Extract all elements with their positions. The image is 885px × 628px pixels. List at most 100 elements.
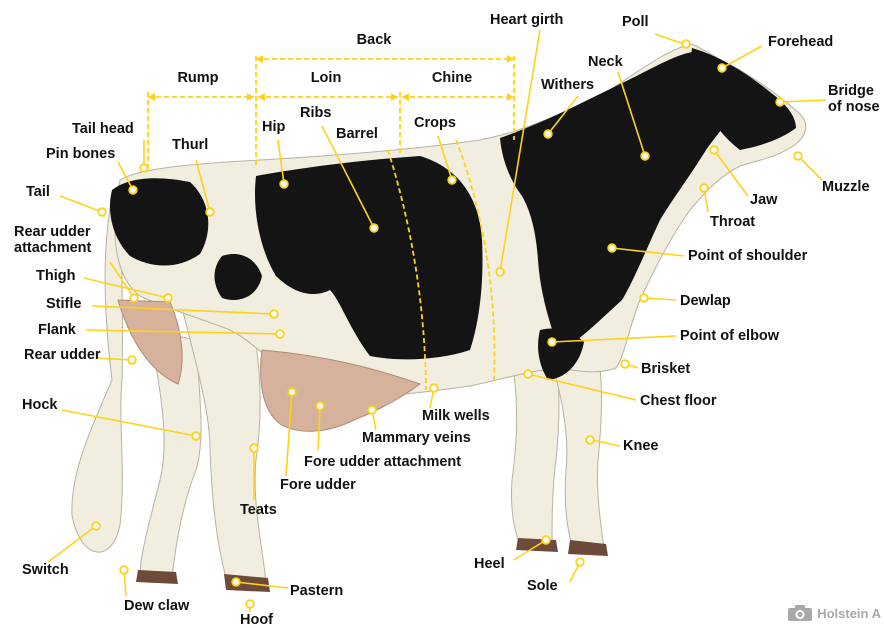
rear-udder-shape: [118, 300, 182, 384]
label-throat: Throat: [710, 214, 755, 230]
label-tail: Tail: [26, 184, 50, 200]
label-poll: Poll: [622, 14, 649, 30]
dot-flank: [276, 330, 284, 338]
leader-poll: [655, 34, 684, 44]
dot-milk-wells: [430, 384, 438, 392]
label-teats: Teats: [240, 502, 277, 518]
label-point-of-shoulder: Point of shoulder: [688, 248, 807, 264]
photo-credit: Holstein A: [787, 604, 881, 622]
label-rear-udder: Rear udder: [24, 347, 101, 363]
label-flank: Flank: [38, 322, 76, 338]
rump-arrow-left: [148, 93, 155, 101]
dot-elbow: [548, 338, 556, 346]
dot-thigh: [164, 294, 172, 302]
dot-hock: [192, 432, 200, 440]
label-milk-wells: Milk wells: [422, 408, 490, 424]
dot-ribs: [370, 224, 378, 232]
leader-forehead: [722, 46, 762, 68]
dot-jaw: [710, 146, 718, 154]
leader-rear-udder: [98, 358, 132, 360]
region-rump-label: Rump: [177, 70, 218, 86]
label-heart-girth: Heart girth: [490, 12, 563, 28]
dot-shoulder: [608, 244, 616, 252]
dot-bridge: [776, 98, 784, 106]
label-heel: Heel: [474, 556, 505, 572]
label-tail-head: Tail head: [72, 121, 134, 137]
leader-bridge: [780, 100, 826, 102]
dot-fore-udder-attach: [316, 402, 324, 410]
label-barrel: Barrel: [336, 126, 378, 142]
label-ribs: Ribs: [300, 105, 331, 121]
label-pastern: Pastern: [290, 583, 343, 599]
label-point-of-elbow: Point of elbow: [680, 328, 779, 344]
dot-heel: [542, 536, 550, 544]
label-stifle: Stifle: [46, 296, 81, 312]
dot-withers: [544, 130, 552, 138]
label-mammary-veins: Mammary veins: [362, 430, 471, 446]
front-leg-far: [511, 360, 559, 545]
chine-arrow-right: [507, 93, 514, 101]
dot-tail-head: [140, 164, 148, 172]
dot-poll: [682, 40, 690, 48]
dot-pin-bones: [129, 186, 137, 194]
dot-thurl: [206, 208, 214, 216]
region-back-label: Back: [357, 32, 392, 48]
dot-hoof: [246, 600, 254, 608]
label-thigh: Thigh: [36, 268, 75, 284]
leader-muzzle: [798, 156, 822, 180]
dot-hip: [280, 180, 288, 188]
dot-forehead: [718, 64, 726, 72]
dot-chest-floor: [524, 370, 532, 378]
label-rear-udder-attachment: Rear udder attachment: [14, 224, 110, 256]
label-bridge-of-nose: Bridge of nose: [828, 83, 884, 115]
label-hock: Hock: [22, 397, 57, 413]
label-muzzle: Muzzle: [822, 179, 870, 195]
dot-sole: [576, 558, 584, 566]
label-jaw: Jaw: [750, 192, 777, 208]
dot-pastern: [232, 578, 240, 586]
camera-icon: [787, 604, 813, 622]
region-loin-label: Loin: [311, 70, 342, 86]
dot-switch: [92, 522, 100, 530]
dot-brisket: [621, 360, 629, 368]
label-neck: Neck: [588, 54, 623, 70]
label-sole: Sole: [527, 578, 558, 594]
label-switch: Switch: [22, 562, 69, 578]
dot-teats: [250, 444, 258, 452]
label-dewlap: Dewlap: [680, 293, 731, 309]
label-crops: Crops: [414, 115, 456, 131]
label-withers: Withers: [541, 77, 594, 93]
dot-throat: [700, 184, 708, 192]
leader-tail: [60, 196, 102, 212]
label-chest-floor: Chest floor: [640, 393, 717, 409]
dot-neck: [641, 152, 649, 160]
label-hip: Hip: [262, 119, 285, 135]
region-chine-label: Chine: [432, 70, 472, 86]
dot-dewlap: [640, 294, 648, 302]
label-hoof: Hoof: [240, 612, 273, 628]
label-knee: Knee: [623, 438, 658, 454]
label-forehead: Forehead: [768, 34, 833, 50]
hoof-hind-far: [136, 570, 178, 584]
dot-knee: [586, 436, 594, 444]
dot-tail: [98, 208, 106, 216]
dot-rear-udder: [128, 356, 136, 364]
label-brisket: Brisket: [641, 361, 690, 377]
dot-fore-udder: [288, 388, 296, 396]
leader-dewlap: [644, 298, 676, 300]
loin-arrow-right: [391, 93, 398, 101]
credit-text: Holstein A: [817, 606, 881, 621]
chine-arrow-left: [402, 93, 409, 101]
dot-muzzle: [794, 152, 802, 160]
dot-heart-girth: [496, 268, 504, 276]
back-arrow-left: [256, 55, 263, 63]
label-dew-claw: Dew claw: [124, 598, 189, 614]
dot-rear-udder-attach: [130, 294, 138, 302]
label-fore-udder-attachment: Fore udder attachment: [304, 454, 461, 470]
back-arrow-right: [507, 55, 514, 63]
dot-dew-claw: [120, 566, 128, 574]
dot-stifle: [270, 310, 278, 318]
loin-arrow-left: [258, 93, 265, 101]
